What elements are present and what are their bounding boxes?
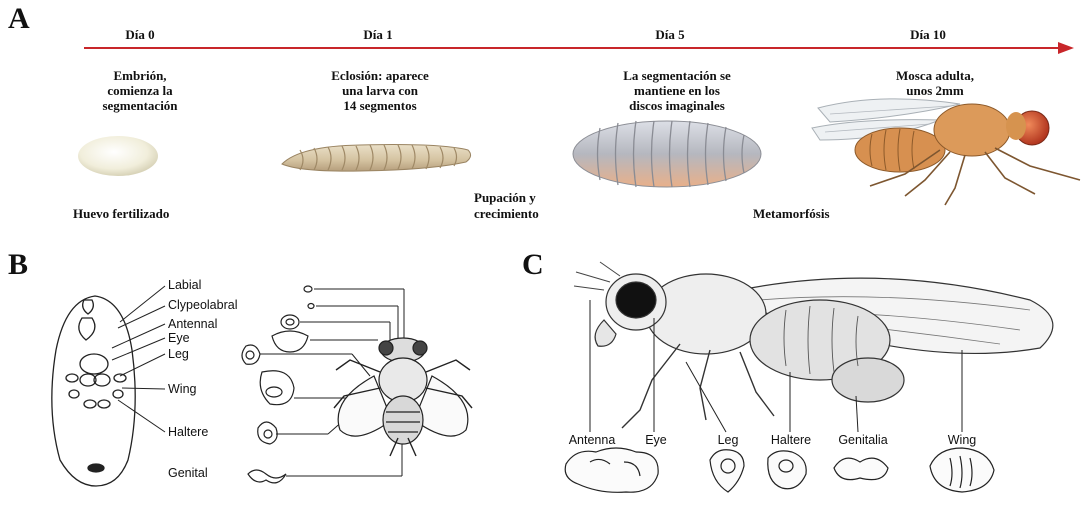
label-haltere-c: Haltere <box>758 433 824 447</box>
label-leg-c: Leg <box>710 433 746 447</box>
label-genitalia: Genitalia <box>826 433 900 447</box>
panel-c-discs <box>565 448 994 492</box>
panel-c-fly-legs <box>622 344 774 428</box>
label-wing-c: Wing <box>940 433 984 447</box>
label-eye-c: Eye <box>636 433 676 447</box>
label-antenna: Antenna <box>560 433 624 447</box>
